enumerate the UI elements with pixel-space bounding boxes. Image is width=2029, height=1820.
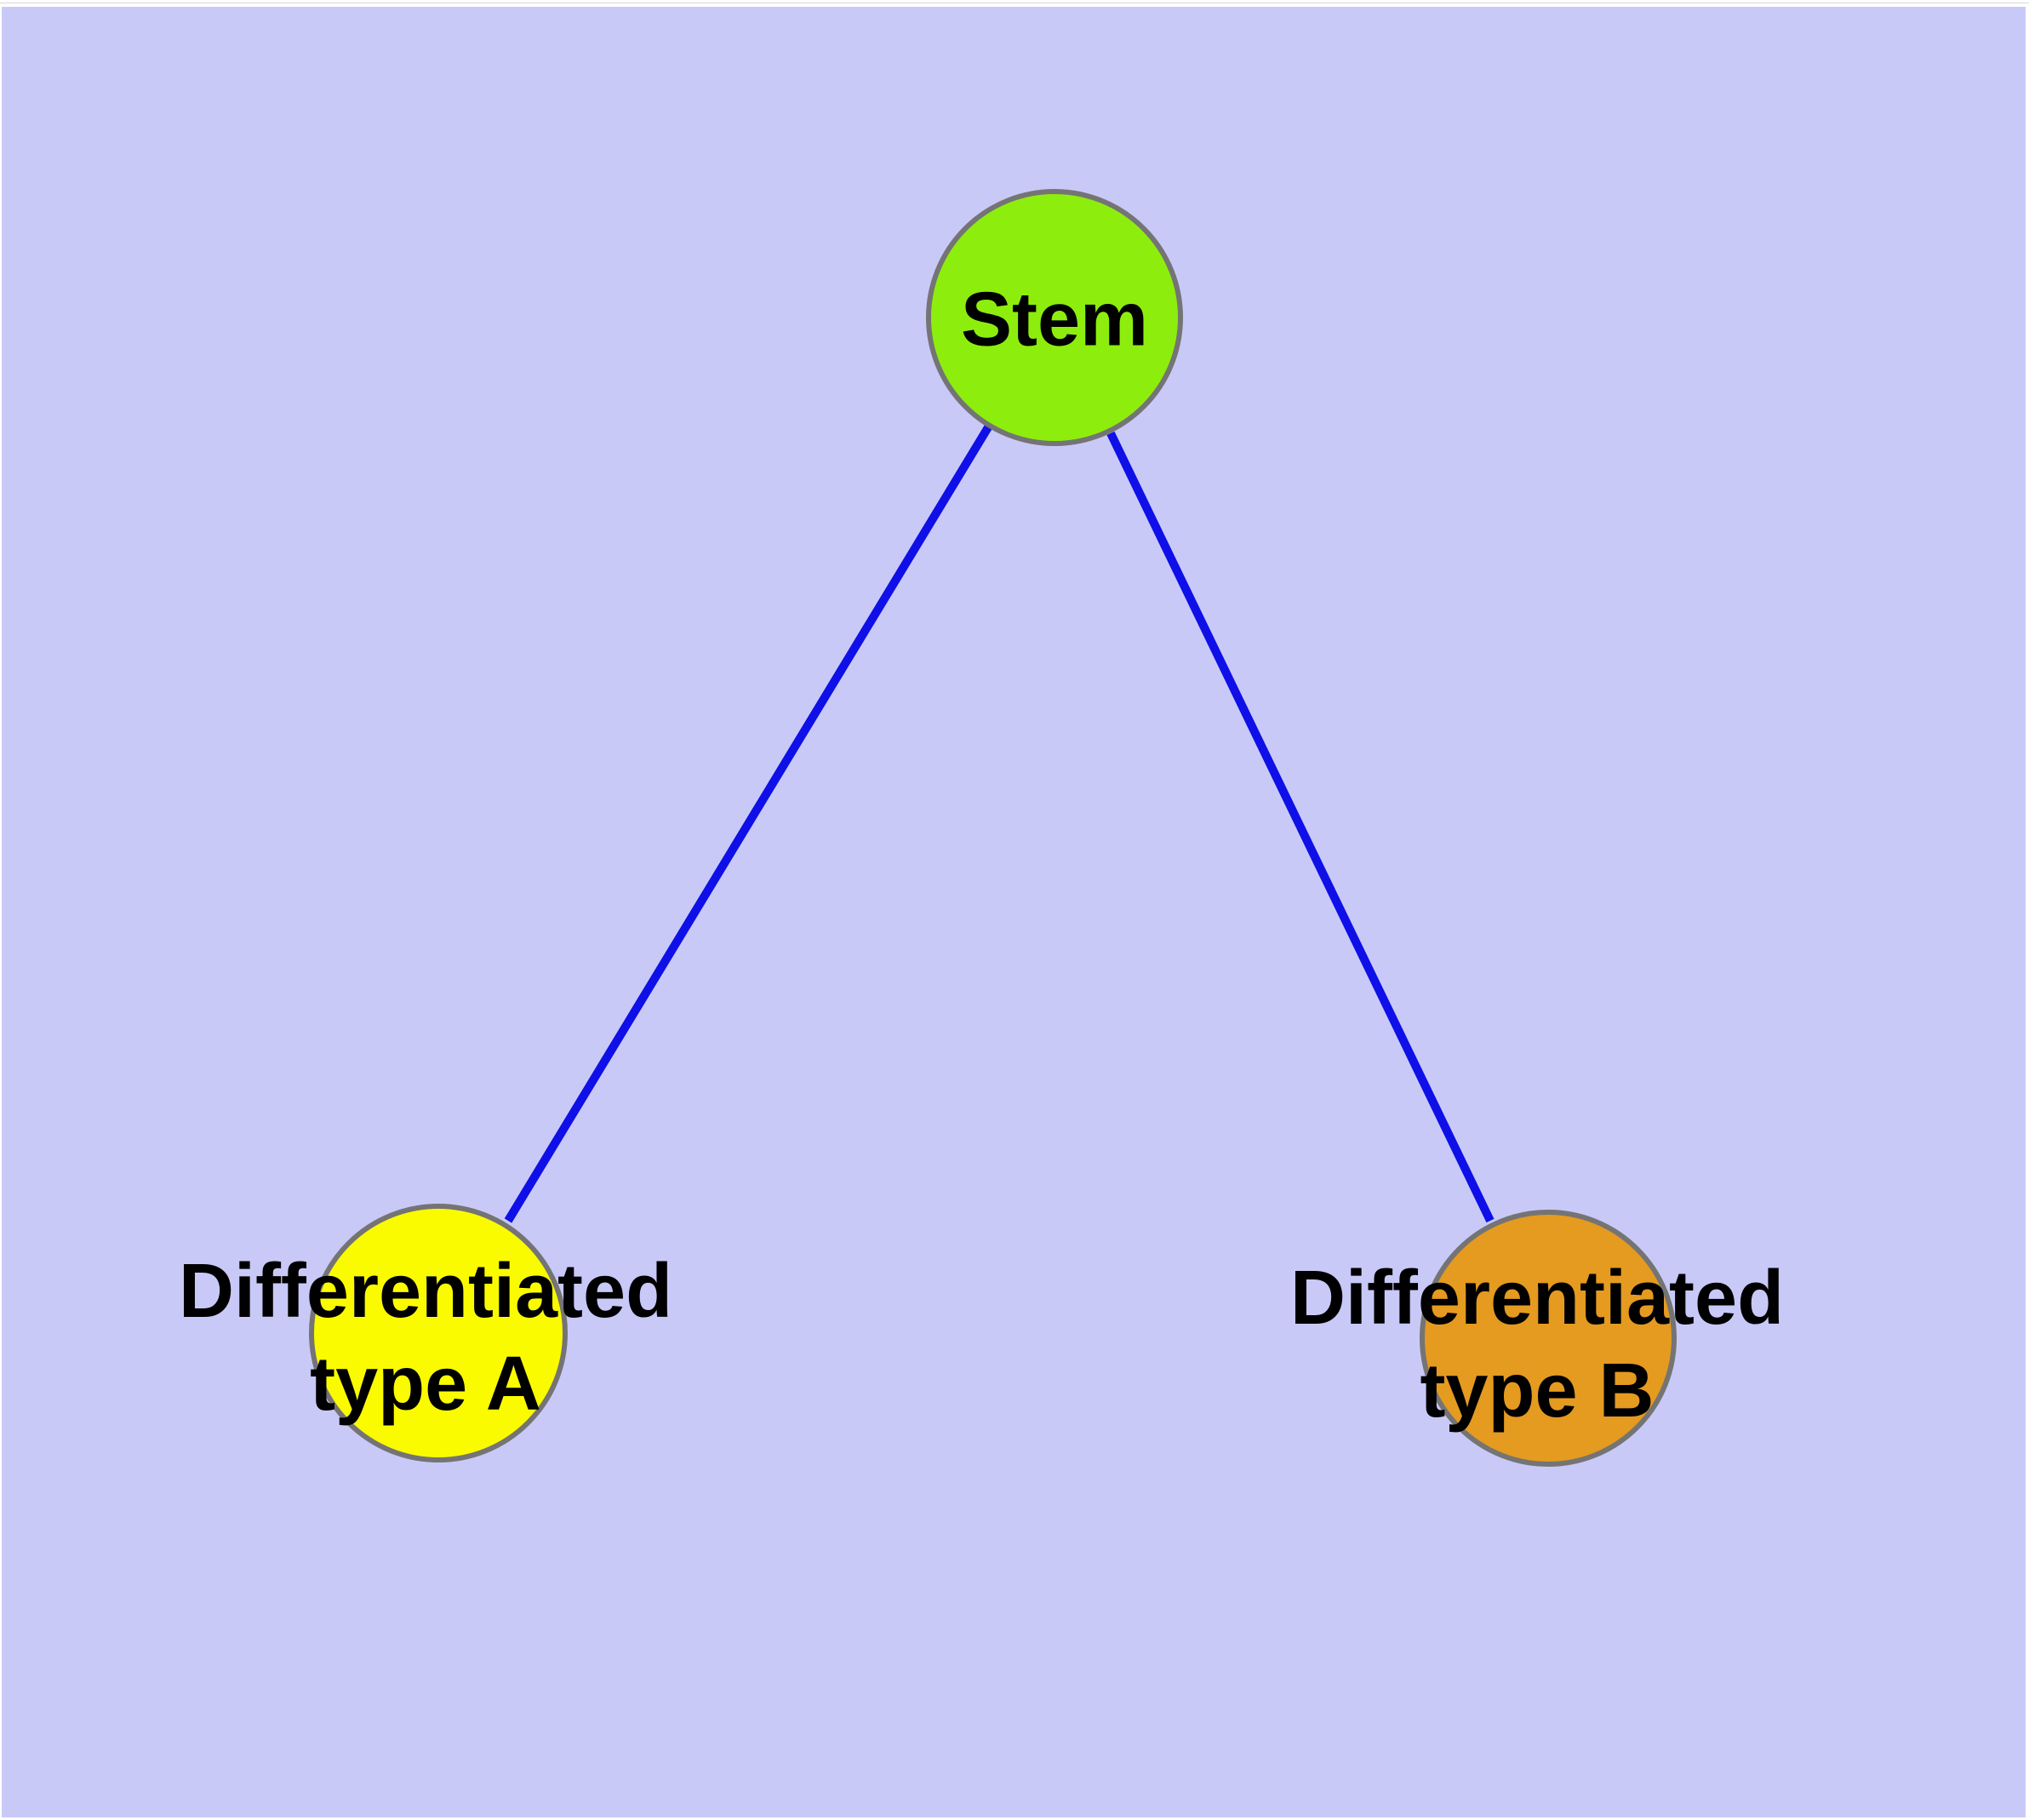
node-stem-label-line: Stem [960, 277, 1149, 363]
node-differentiated-type-b [1420, 1210, 1677, 1467]
node-type-a-label-line2: type A [310, 1342, 541, 1427]
node-stem [926, 189, 1183, 446]
node-type-b-label-line1: Differentiated [1289, 1256, 1785, 1341]
node-type-b-label-line2: type B [1420, 1348, 1655, 1434]
node-stem-label: Stem [961, 274, 1148, 367]
node-type-a-label: Differentiated type A [179, 1245, 672, 1431]
node-type-b-label: Differentiated type B [1290, 1252, 1784, 1438]
edge-stem-to-type-a [504, 425, 992, 1223]
edge-stem-to-type-b [1106, 431, 1495, 1223]
node-differentiated-type-a [309, 1204, 568, 1462]
node-type-a-label-line1: Differentiated [178, 1249, 673, 1334]
